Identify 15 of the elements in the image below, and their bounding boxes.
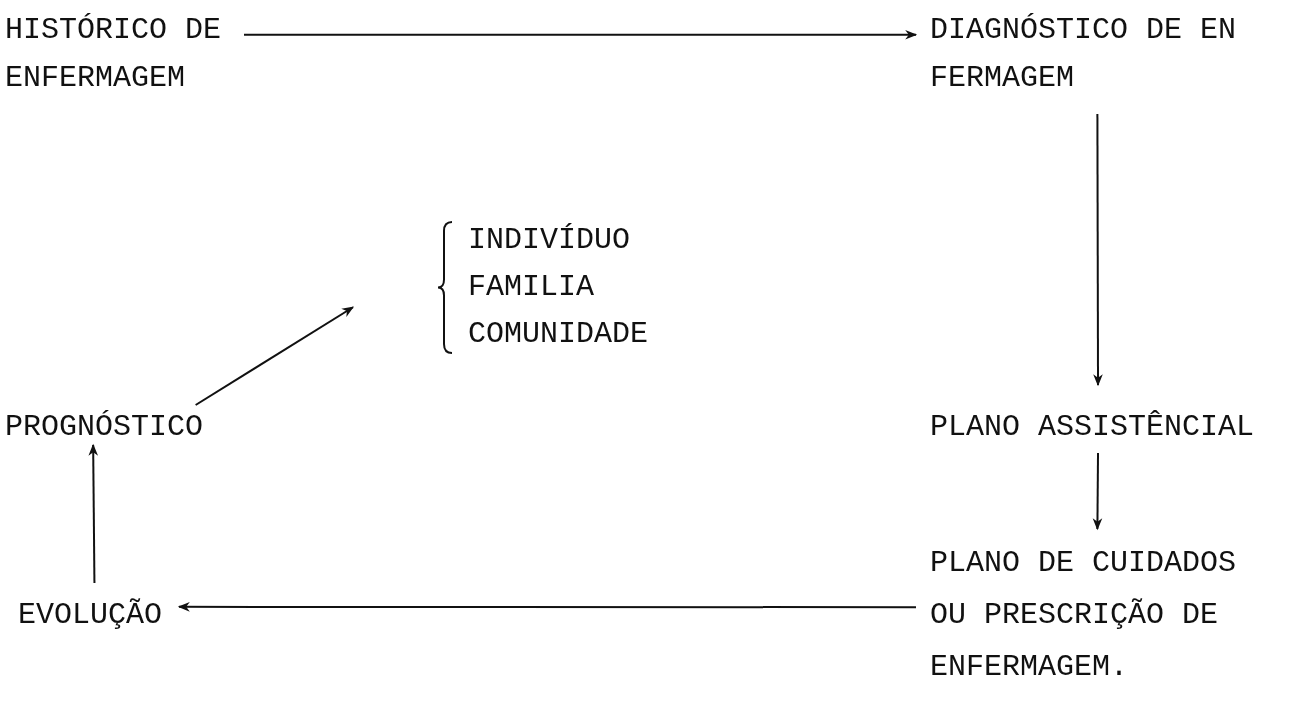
arrow (1093, 113, 1103, 387)
node-label: INDIVÍDUO (468, 222, 632, 259)
node-label: DIAGNÓSTICO DE EN FERMAGEM (930, 12, 1238, 97)
arrow (1092, 452, 1103, 531)
node-label: HISTÓRICO DE ENFERMAGEM (5, 12, 223, 97)
node-label: PLANO ASSISTÊNCIAL (930, 409, 1256, 446)
node-label: PLANO DE CUIDADOS OU PRESCRIÇÃO DE ENFERMAGEM. (930, 545, 1238, 686)
arrow (194, 306, 354, 406)
node-label: PROGNÓSTICO (5, 409, 205, 446)
arrow (88, 443, 99, 584)
arrow (177, 602, 917, 612)
arrow (243, 30, 918, 40)
node-label: COMUNIDADE (468, 316, 650, 353)
node-label: FAMILIA (468, 269, 596, 306)
node-label: EVOLUÇÃO (18, 597, 164, 634)
